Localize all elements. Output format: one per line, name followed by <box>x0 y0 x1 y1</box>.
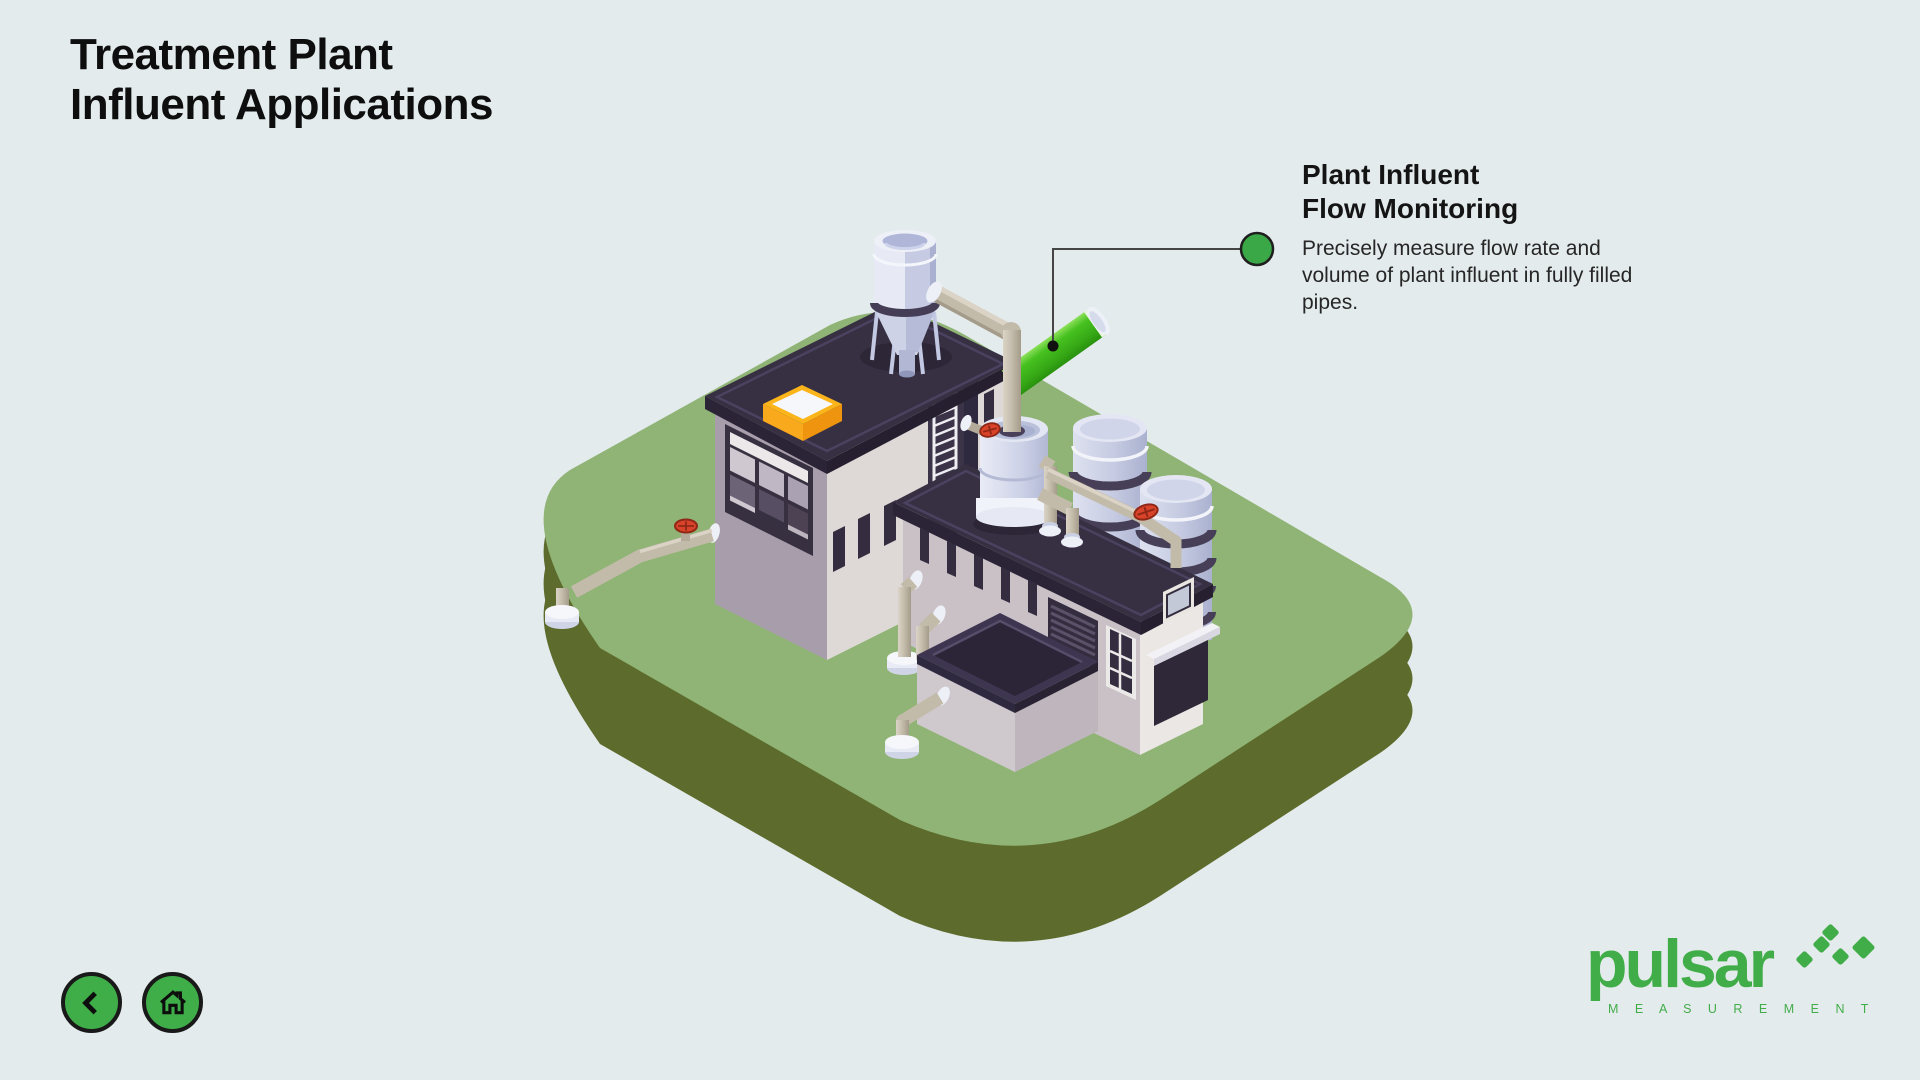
influent-green-pipe <box>1001 306 1110 396</box>
page-title-line1: Treatment Plant <box>70 30 393 79</box>
scrubber-nozzles <box>1037 455 1083 548</box>
home-icon <box>159 989 186 1014</box>
callout-body: Precisely measure flow rate and volume o… <box>1302 237 1633 314</box>
back-button[interactable] <box>61 972 122 1033</box>
pulsar-diamond-icon <box>1831 947 1850 966</box>
slit-windows <box>920 528 1037 616</box>
valve-wheel <box>674 518 698 534</box>
roof-pipe-run <box>1045 467 1182 568</box>
callout-panel: Plant Influent Flow Monitoring Precisely… <box>1302 158 1647 316</box>
page-title: Treatment Plant Influent Applications <box>70 30 493 130</box>
chevron-left-icon <box>81 991 97 1014</box>
page-title-line2: Influent Applications <box>70 80 493 129</box>
basin-building <box>917 613 1098 772</box>
callout-heading-line2: Flow Monitoring <box>1302 193 1519 224</box>
roller-door <box>1154 640 1208 726</box>
pulsar-diamond-icon <box>1851 935 1876 960</box>
home-button[interactable] <box>142 972 203 1033</box>
scrubber-tank <box>973 416 1083 548</box>
process-building <box>893 464 1220 755</box>
wall-valve <box>960 414 1001 439</box>
service-pipes-front <box>887 570 946 675</box>
callout-heading: Plant Influent Flow Monitoring <box>1302 158 1647 226</box>
logo-wordmark: pulsar <box>1586 926 1775 1002</box>
logo-subtitle: M E A S U R E M E N T <box>1608 1002 1875 1016</box>
framed-window <box>1106 625 1136 700</box>
left-valve-pipe <box>545 518 720 629</box>
basin-drain-pipe <box>885 686 950 759</box>
square-window <box>1163 577 1194 624</box>
window-band <box>725 424 813 556</box>
roof-skylight <box>763 385 842 441</box>
silo-hopper <box>860 230 952 378</box>
door-awning <box>1146 623 1220 666</box>
callout-heading-line1: Plant Influent <box>1302 159 1480 190</box>
valve-wheel <box>1133 503 1159 521</box>
callout-hotspot-marker[interactable] <box>1239 231 1275 267</box>
callout-connector <box>1047 248 1240 352</box>
silo-discharge-pipe <box>926 281 1025 437</box>
pulsar-diamond-icon <box>1795 950 1814 969</box>
pulsar-logo: pulsar M E A S U R E M E N T <box>1586 922 1906 1032</box>
